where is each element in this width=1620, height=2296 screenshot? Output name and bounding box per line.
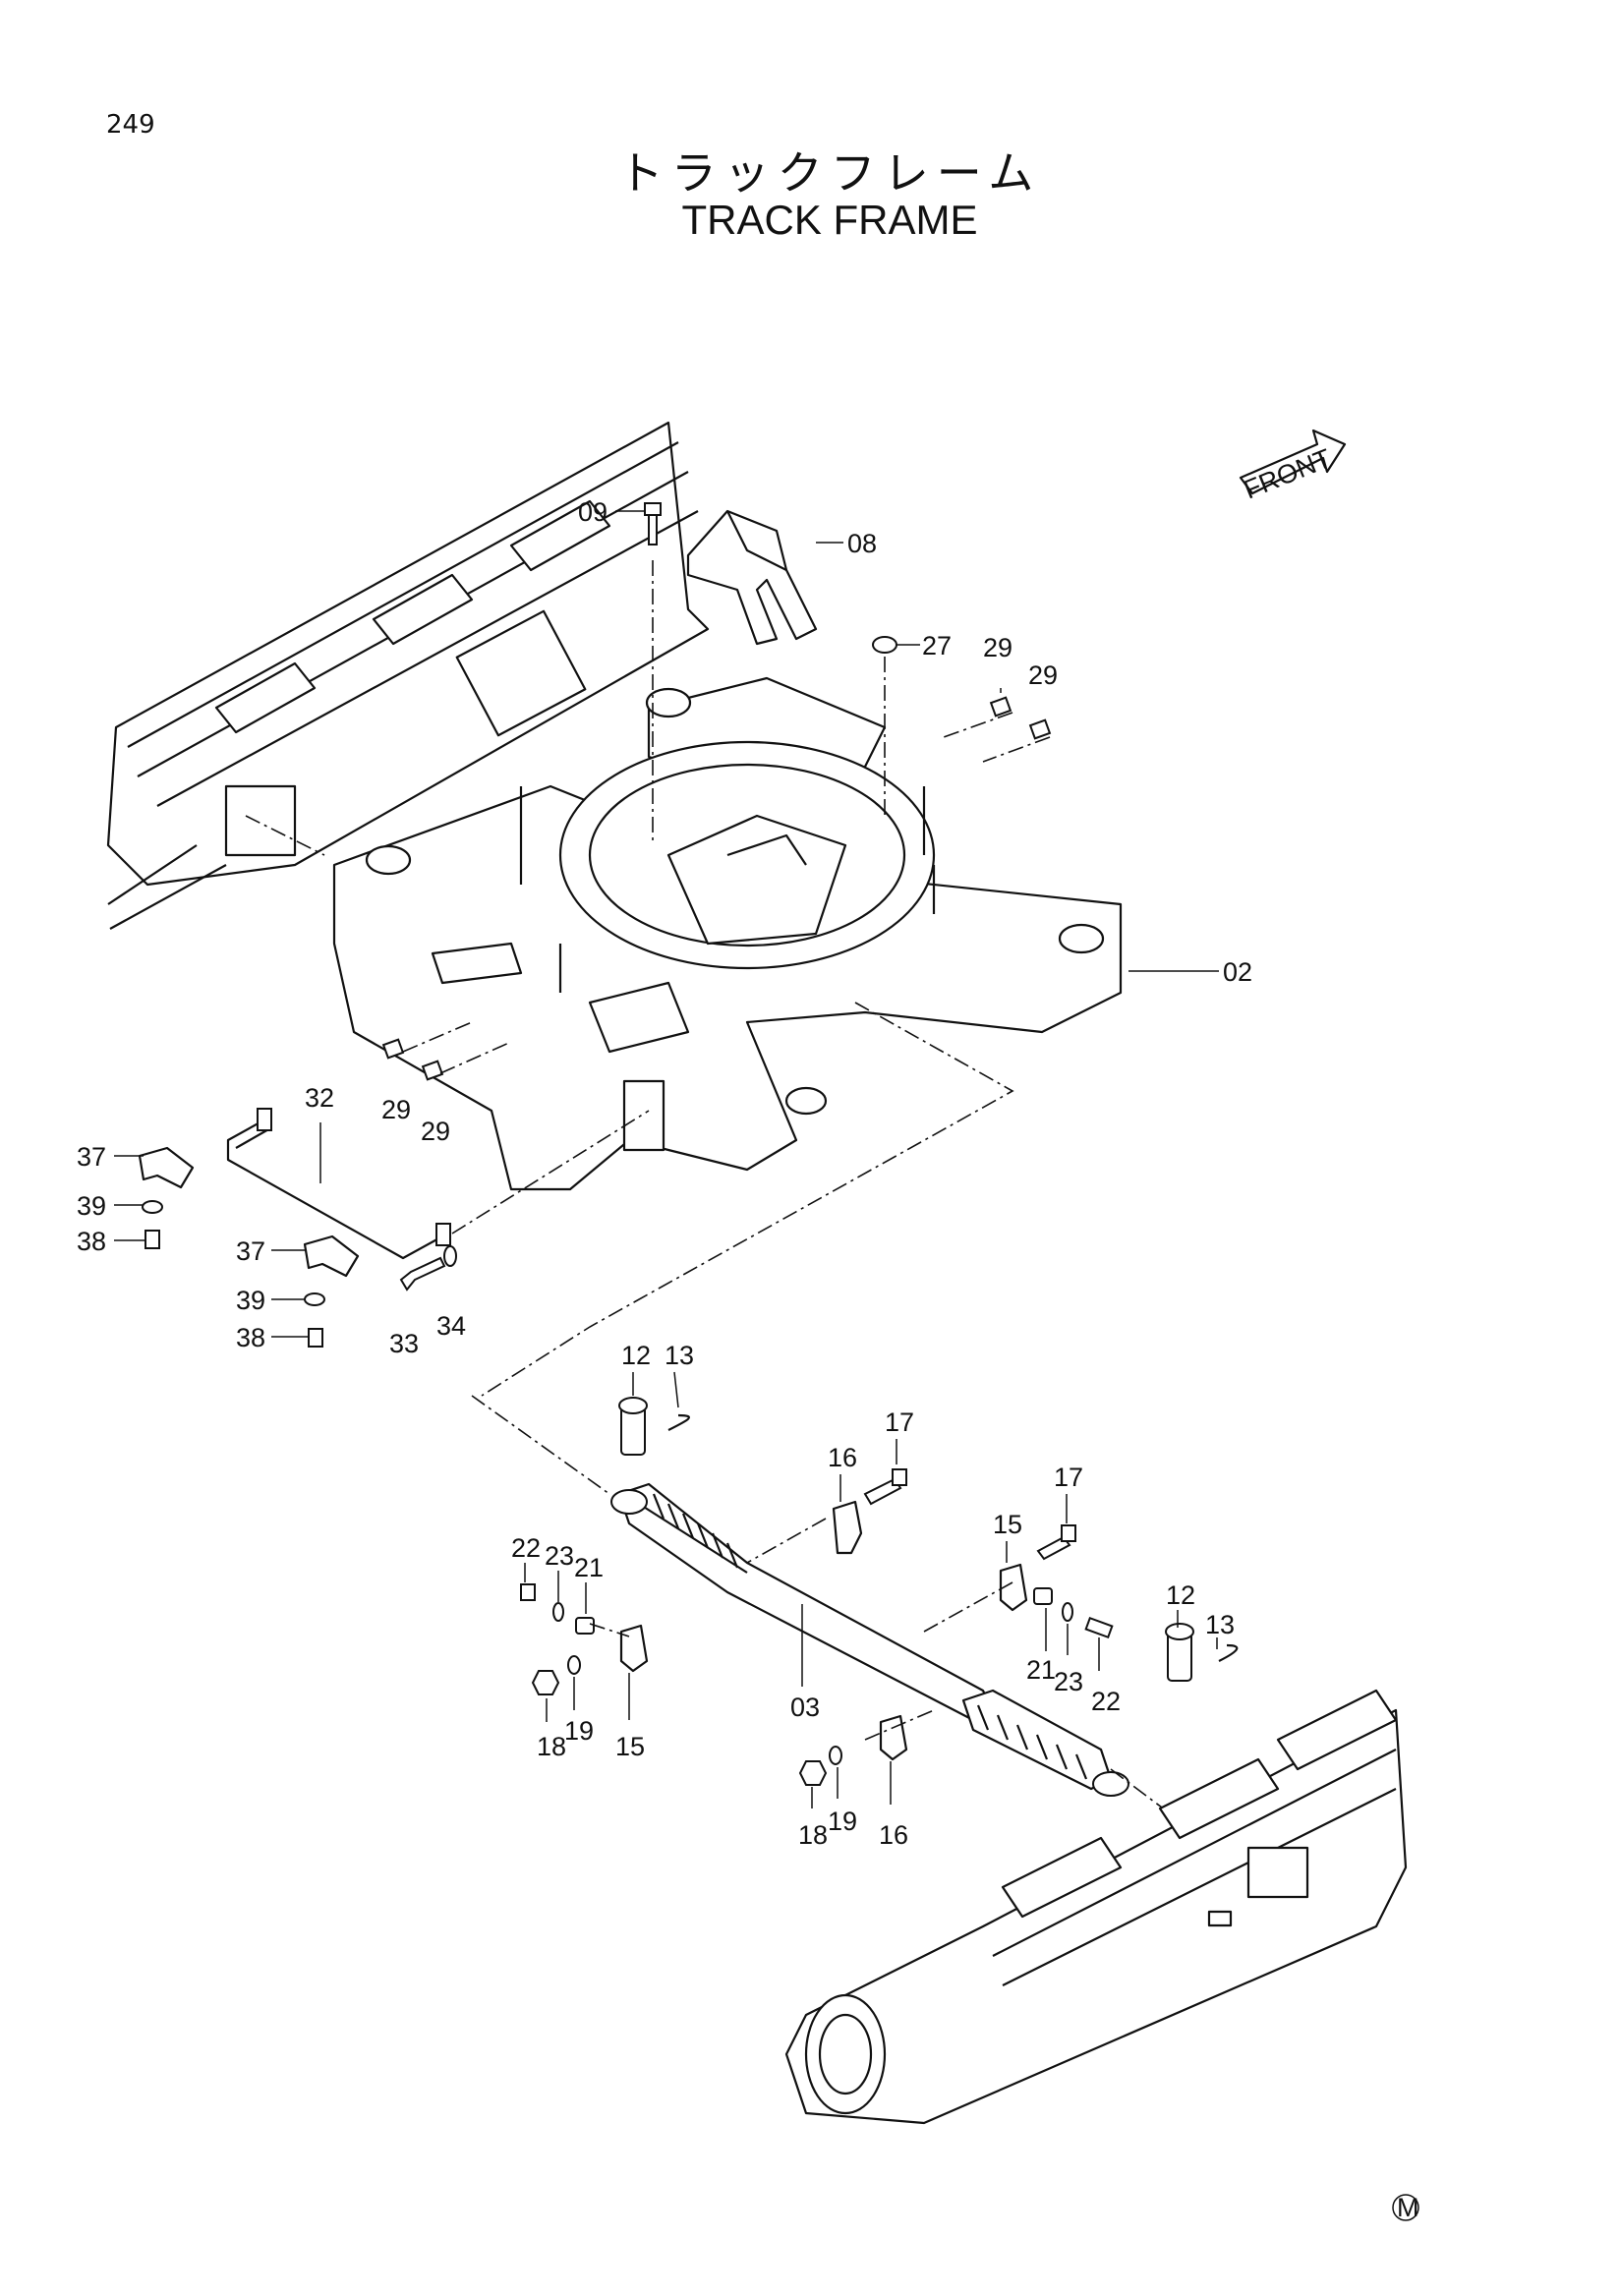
label-39: 39 [236, 1286, 265, 1315]
label-15: 15 [993, 1510, 1022, 1539]
left-track-frame [106, 421, 710, 930]
label-37: 37 [77, 1142, 106, 1172]
bolt-22 [520, 1583, 1114, 1639]
label-16: 16 [879, 1820, 908, 1850]
clamp-37 [138, 1146, 360, 1278]
copyright-mark: M [1392, 2193, 1419, 2222]
label-29: 29 [381, 1095, 411, 1124]
bolt-29 [381, 696, 1052, 1081]
label-38: 38 [77, 1227, 106, 1256]
bolt-17 [863, 1468, 1076, 1561]
center-frame-02 [332, 676, 1123, 1191]
label-17: 17 [885, 1407, 914, 1437]
label-13: 13 [665, 1341, 694, 1370]
label-29: 29 [983, 633, 1012, 662]
label-21: 21 [574, 1553, 604, 1582]
page-number: 249 [106, 110, 155, 140]
washer-39 [142, 1200, 325, 1306]
front-arrow-icon: FRONT [1239, 429, 1347, 505]
label-32: 32 [305, 1083, 334, 1113]
label-22: 22 [1091, 1687, 1121, 1716]
label-39: 39 [77, 1191, 106, 1221]
label-12: 12 [621, 1341, 651, 1370]
nut-18 [531, 1670, 828, 1786]
page-title: TRACK FRAME [681, 197, 978, 243]
label-29: 29 [421, 1117, 450, 1146]
label-13: 13 [1205, 1610, 1235, 1639]
bolt-38 [145, 1230, 323, 1348]
rod-32 [226, 1108, 650, 1260]
part-labels: 09 08 27 29 29 02 29 29 32 37 39 38 37 3… [77, 497, 1252, 1850]
washer-19 [567, 1655, 842, 1765]
bolt-33 [399, 1256, 446, 1292]
clamp-16 [832, 1500, 908, 1761]
label-18: 18 [537, 1732, 566, 1761]
label-34: 34 [436, 1311, 466, 1341]
label-03: 03 [790, 1693, 820, 1722]
label-37: 37 [236, 1236, 265, 1266]
label-38: 38 [236, 1323, 265, 1352]
label-21: 21 [1026, 1655, 1056, 1685]
label-22: 22 [511, 1533, 541, 1563]
label-23: 23 [1054, 1667, 1083, 1696]
front-label: FRONT [1240, 443, 1335, 505]
label-18: 18 [798, 1820, 828, 1850]
label-12: 12 [1166, 1580, 1195, 1610]
bracket-08 [686, 509, 818, 646]
tension-rod-03 [610, 1482, 1129, 1797]
label-16: 16 [828, 1443, 857, 1472]
right-track-frame [784, 1689, 1408, 2125]
collar-21 [575, 1587, 1053, 1635]
label-27: 27 [922, 631, 952, 660]
page-title-japanese: トラックフレーム [617, 146, 1042, 200]
label-17: 17 [1054, 1463, 1083, 1492]
cap-27 [872, 636, 897, 654]
clamp-15 [619, 1563, 1028, 1673]
leader-lines [114, 510, 1219, 1808]
cotter-pin-13 [667, 1413, 1239, 1662]
label-19: 19 [564, 1716, 594, 1746]
label-19: 19 [828, 1807, 857, 1836]
mark-letter: M [1397, 2193, 1419, 2222]
label-09: 09 [578, 497, 608, 527]
label-29: 29 [1028, 660, 1058, 690]
label-33: 33 [389, 1329, 419, 1358]
washer-34 [443, 1245, 457, 1267]
label-08: 08 [847, 529, 877, 558]
label-15: 15 [615, 1732, 645, 1761]
label-02: 02 [1223, 957, 1252, 987]
pin-12 [618, 1397, 1194, 1682]
washer-23 [552, 1602, 1073, 1622]
bolt-09 [644, 502, 662, 545]
label-23: 23 [545, 1541, 574, 1571]
